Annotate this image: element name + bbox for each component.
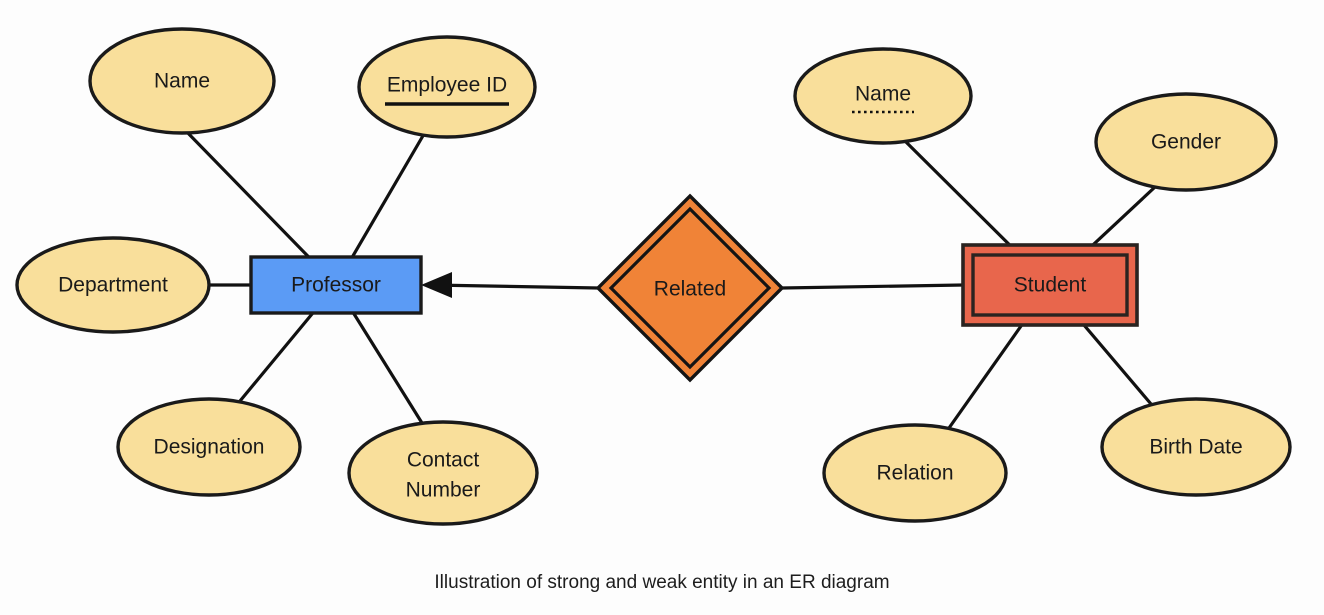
entity-label: Professor: [291, 274, 381, 297]
attribute-label: Relation: [876, 462, 953, 485]
relationship-label: Related: [654, 278, 726, 301]
weak-entity-rect-inner: [971, 253, 1129, 317]
relationship-related[interactable]: Related: [595, 193, 785, 383]
attribute-label: Employee ID: [387, 74, 507, 97]
attribute-ellipse: [1094, 92, 1278, 192]
attribute-professor-designation[interactable]: Designation: [116, 397, 302, 497]
strong-entity-rect: [249, 255, 423, 315]
attribute-ellipse: [822, 423, 1008, 523]
attribute-label-line1: Contact: [407, 449, 480, 472]
arrow-head-icon: [421, 272, 452, 298]
attribute-professor-name[interactable]: Name: [88, 27, 276, 135]
entity-student[interactable]: Student: [961, 243, 1139, 327]
attribute-ellipse: [15, 236, 211, 334]
entity-professor[interactable]: Professor: [249, 255, 423, 315]
attribute-ellipse: [116, 397, 302, 497]
attribute-ellipse: [88, 27, 276, 135]
attribute-ellipse: [1100, 397, 1292, 497]
entity-label: Student: [1014, 274, 1087, 297]
edge-related-to-professor: [431, 283, 599, 290]
attribute-label: Department: [58, 274, 168, 297]
attribute-professor-contact-number[interactable]: Contact Number: [347, 420, 539, 526]
attribute-ellipse: [793, 47, 973, 145]
edge-layer: [181, 126, 1157, 429]
attribute-student-relation[interactable]: Relation: [822, 423, 1008, 523]
attribute-label: Name: [855, 83, 911, 106]
attribute-student-name[interactable]: Name: [793, 47, 973, 145]
diagram-caption: Illustration of strong and weak entity i…: [434, 572, 889, 593]
attribute-ellipse: [357, 35, 537, 139]
attribute-label: Birth Date: [1149, 436, 1242, 459]
attribute-label: Name: [154, 70, 210, 93]
attribute-professor-employee-id[interactable]: Employee ID: [357, 35, 537, 139]
attribute-label: Gender: [1151, 131, 1221, 154]
attribute-professor-department[interactable]: Department: [15, 236, 211, 334]
attribute-label-line2: Number: [406, 479, 481, 502]
attribute-label: Designation: [154, 436, 265, 459]
identifying-relationship-diamond-inner: [608, 206, 772, 370]
attribute-student-gender[interactable]: Gender: [1094, 92, 1278, 192]
attribute-ellipse: [347, 420, 539, 526]
attribute-student-birth-date[interactable]: Birth Date: [1100, 397, 1292, 497]
edge-student-to-related: [781, 283, 964, 290]
